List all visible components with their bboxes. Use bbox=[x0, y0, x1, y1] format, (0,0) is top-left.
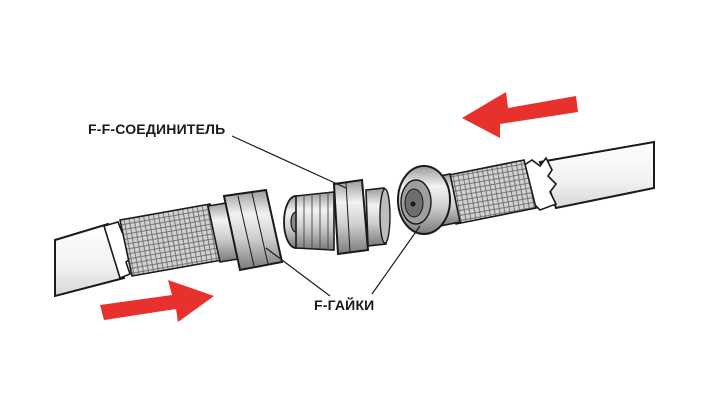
left-braid bbox=[119, 203, 223, 277]
left-cable-assembly bbox=[54, 188, 284, 298]
right-cable-assembly bbox=[397, 140, 655, 235]
right-cable-jacket bbox=[538, 140, 655, 210]
arrow-left-icon bbox=[462, 92, 578, 138]
connector-hex-nut bbox=[332, 178, 370, 256]
arrow-right-icon bbox=[100, 280, 214, 322]
nuts-label: F-ГАЙКИ bbox=[314, 296, 374, 313]
connector-label: F-F-СОЕДИНИТЕЛЬ bbox=[88, 121, 225, 137]
leader-lines bbox=[231, 135, 421, 297]
leader-connector bbox=[231, 135, 347, 189]
leader-nut-left bbox=[265, 247, 331, 297]
f-f-connector bbox=[283, 178, 391, 256]
leader-nut-right bbox=[371, 225, 421, 295]
right-cable-frayed-end bbox=[519, 156, 558, 211]
left-f-nut bbox=[222, 188, 284, 272]
left-cable-jacket bbox=[54, 222, 126, 298]
connector-left-thread bbox=[295, 191, 335, 251]
